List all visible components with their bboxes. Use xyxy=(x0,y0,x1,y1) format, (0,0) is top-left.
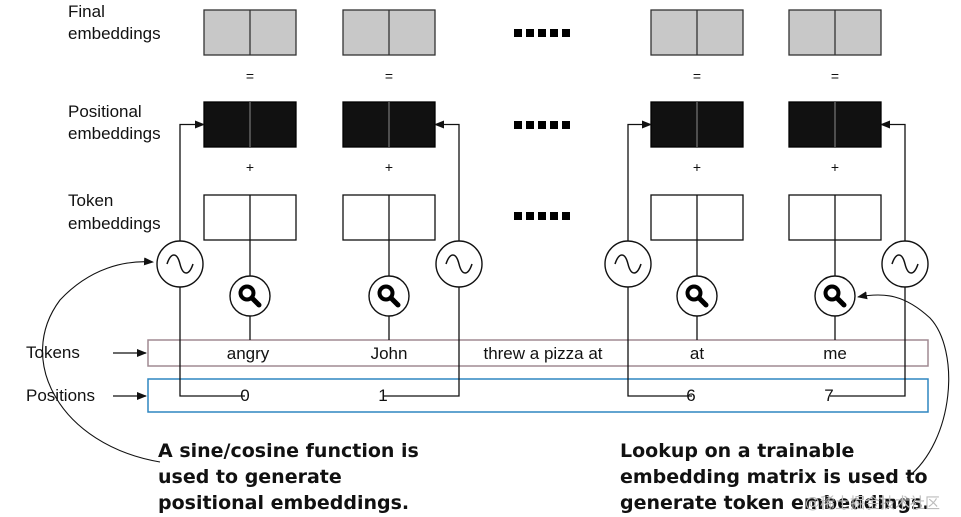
sine-note-line2: used to generate xyxy=(158,466,342,488)
ellipsis-markers xyxy=(514,29,570,220)
sine-to-positional-arrow xyxy=(880,120,906,241)
plus-operator: + xyxy=(385,159,393,175)
sine-note-line1: A sine/cosine function is xyxy=(158,440,419,462)
lookup-note-line3: generate token embeddings. xyxy=(620,492,930,514)
positional-embeddings-label-line2: embeddings xyxy=(68,124,161,143)
magnifier-icon xyxy=(676,275,718,317)
token-at: at xyxy=(690,344,704,363)
position-7: 7 xyxy=(824,386,833,405)
ellipsis-dots xyxy=(514,212,570,220)
token-embeddings-label-line2: embeddings xyxy=(68,214,161,233)
equals-operator: = xyxy=(246,68,254,84)
equals-operator: = xyxy=(693,68,701,84)
lookup-note-line1: Lookup on a trainable xyxy=(620,440,854,462)
equals-operator: = xyxy=(831,68,839,84)
position-to-sine-wire xyxy=(627,287,692,397)
sine-wave-icon xyxy=(156,240,204,288)
position-to-sine-wire xyxy=(179,287,245,397)
sine-to-positional-arrow xyxy=(627,120,652,241)
embedding-column: =+ xyxy=(156,9,297,397)
sine-wave-icon xyxy=(435,240,483,288)
embedding-column: =+ xyxy=(342,9,483,397)
magnifier-icon xyxy=(368,275,410,317)
position-1: 1 xyxy=(378,386,387,405)
tokens-bar xyxy=(147,339,929,367)
lookup-note-line2: embedding matrix is used to xyxy=(620,466,928,488)
position-to-sine-wire xyxy=(830,287,906,397)
ellipsis-dots xyxy=(514,29,570,37)
final-embeddings-label-line2: embeddings xyxy=(68,24,161,43)
sine-note: A sine/cosine function is used to genera… xyxy=(158,440,419,514)
sine-callout-arrow xyxy=(42,257,161,463)
plus-operator: + xyxy=(693,159,701,175)
token-texts: angry John threw a pizza at at me xyxy=(227,344,847,363)
lookup-note: Lookup on a trainable embedding matrix i… xyxy=(620,440,930,514)
plus-operator: + xyxy=(246,159,254,175)
embedding-columns: =+=+=+=+ xyxy=(156,9,929,397)
plus-operator: + xyxy=(831,159,839,175)
sine-to-positional-arrow xyxy=(434,120,460,241)
ellipsis-dots xyxy=(514,121,570,129)
positional-embeddings-label-line1: Positional xyxy=(68,102,142,121)
token-embeddings-label-line1: Token xyxy=(68,191,113,210)
row-labels: Final embeddings Positional embeddings T… xyxy=(26,2,161,405)
positions-bar xyxy=(147,378,929,413)
magnifier-icon xyxy=(814,275,856,317)
sine-to-positional-arrow xyxy=(179,120,205,241)
lookup-callout-arrow xyxy=(857,291,950,479)
token-angry: angry xyxy=(227,344,270,363)
embedding-column: =+ xyxy=(604,9,744,397)
sine-wave-icon xyxy=(604,240,652,288)
token-john: John xyxy=(371,344,408,363)
positions-label: Positions xyxy=(26,386,95,405)
token-threw-a-pizza-at: threw a pizza at xyxy=(483,344,602,363)
sine-note-line3: positional embeddings. xyxy=(158,492,409,514)
position-to-sine-wire xyxy=(384,287,460,397)
sine-wave-icon xyxy=(881,240,929,288)
final-embeddings-label-line1: Final xyxy=(68,2,105,21)
token-me: me xyxy=(823,344,847,363)
embedding-column: =+ xyxy=(788,9,929,397)
watermark: @稀土掘金技术社区 xyxy=(805,494,940,512)
magnifier-icon xyxy=(229,275,271,317)
tokens-label: Tokens xyxy=(26,343,80,362)
equals-operator: = xyxy=(385,68,393,84)
